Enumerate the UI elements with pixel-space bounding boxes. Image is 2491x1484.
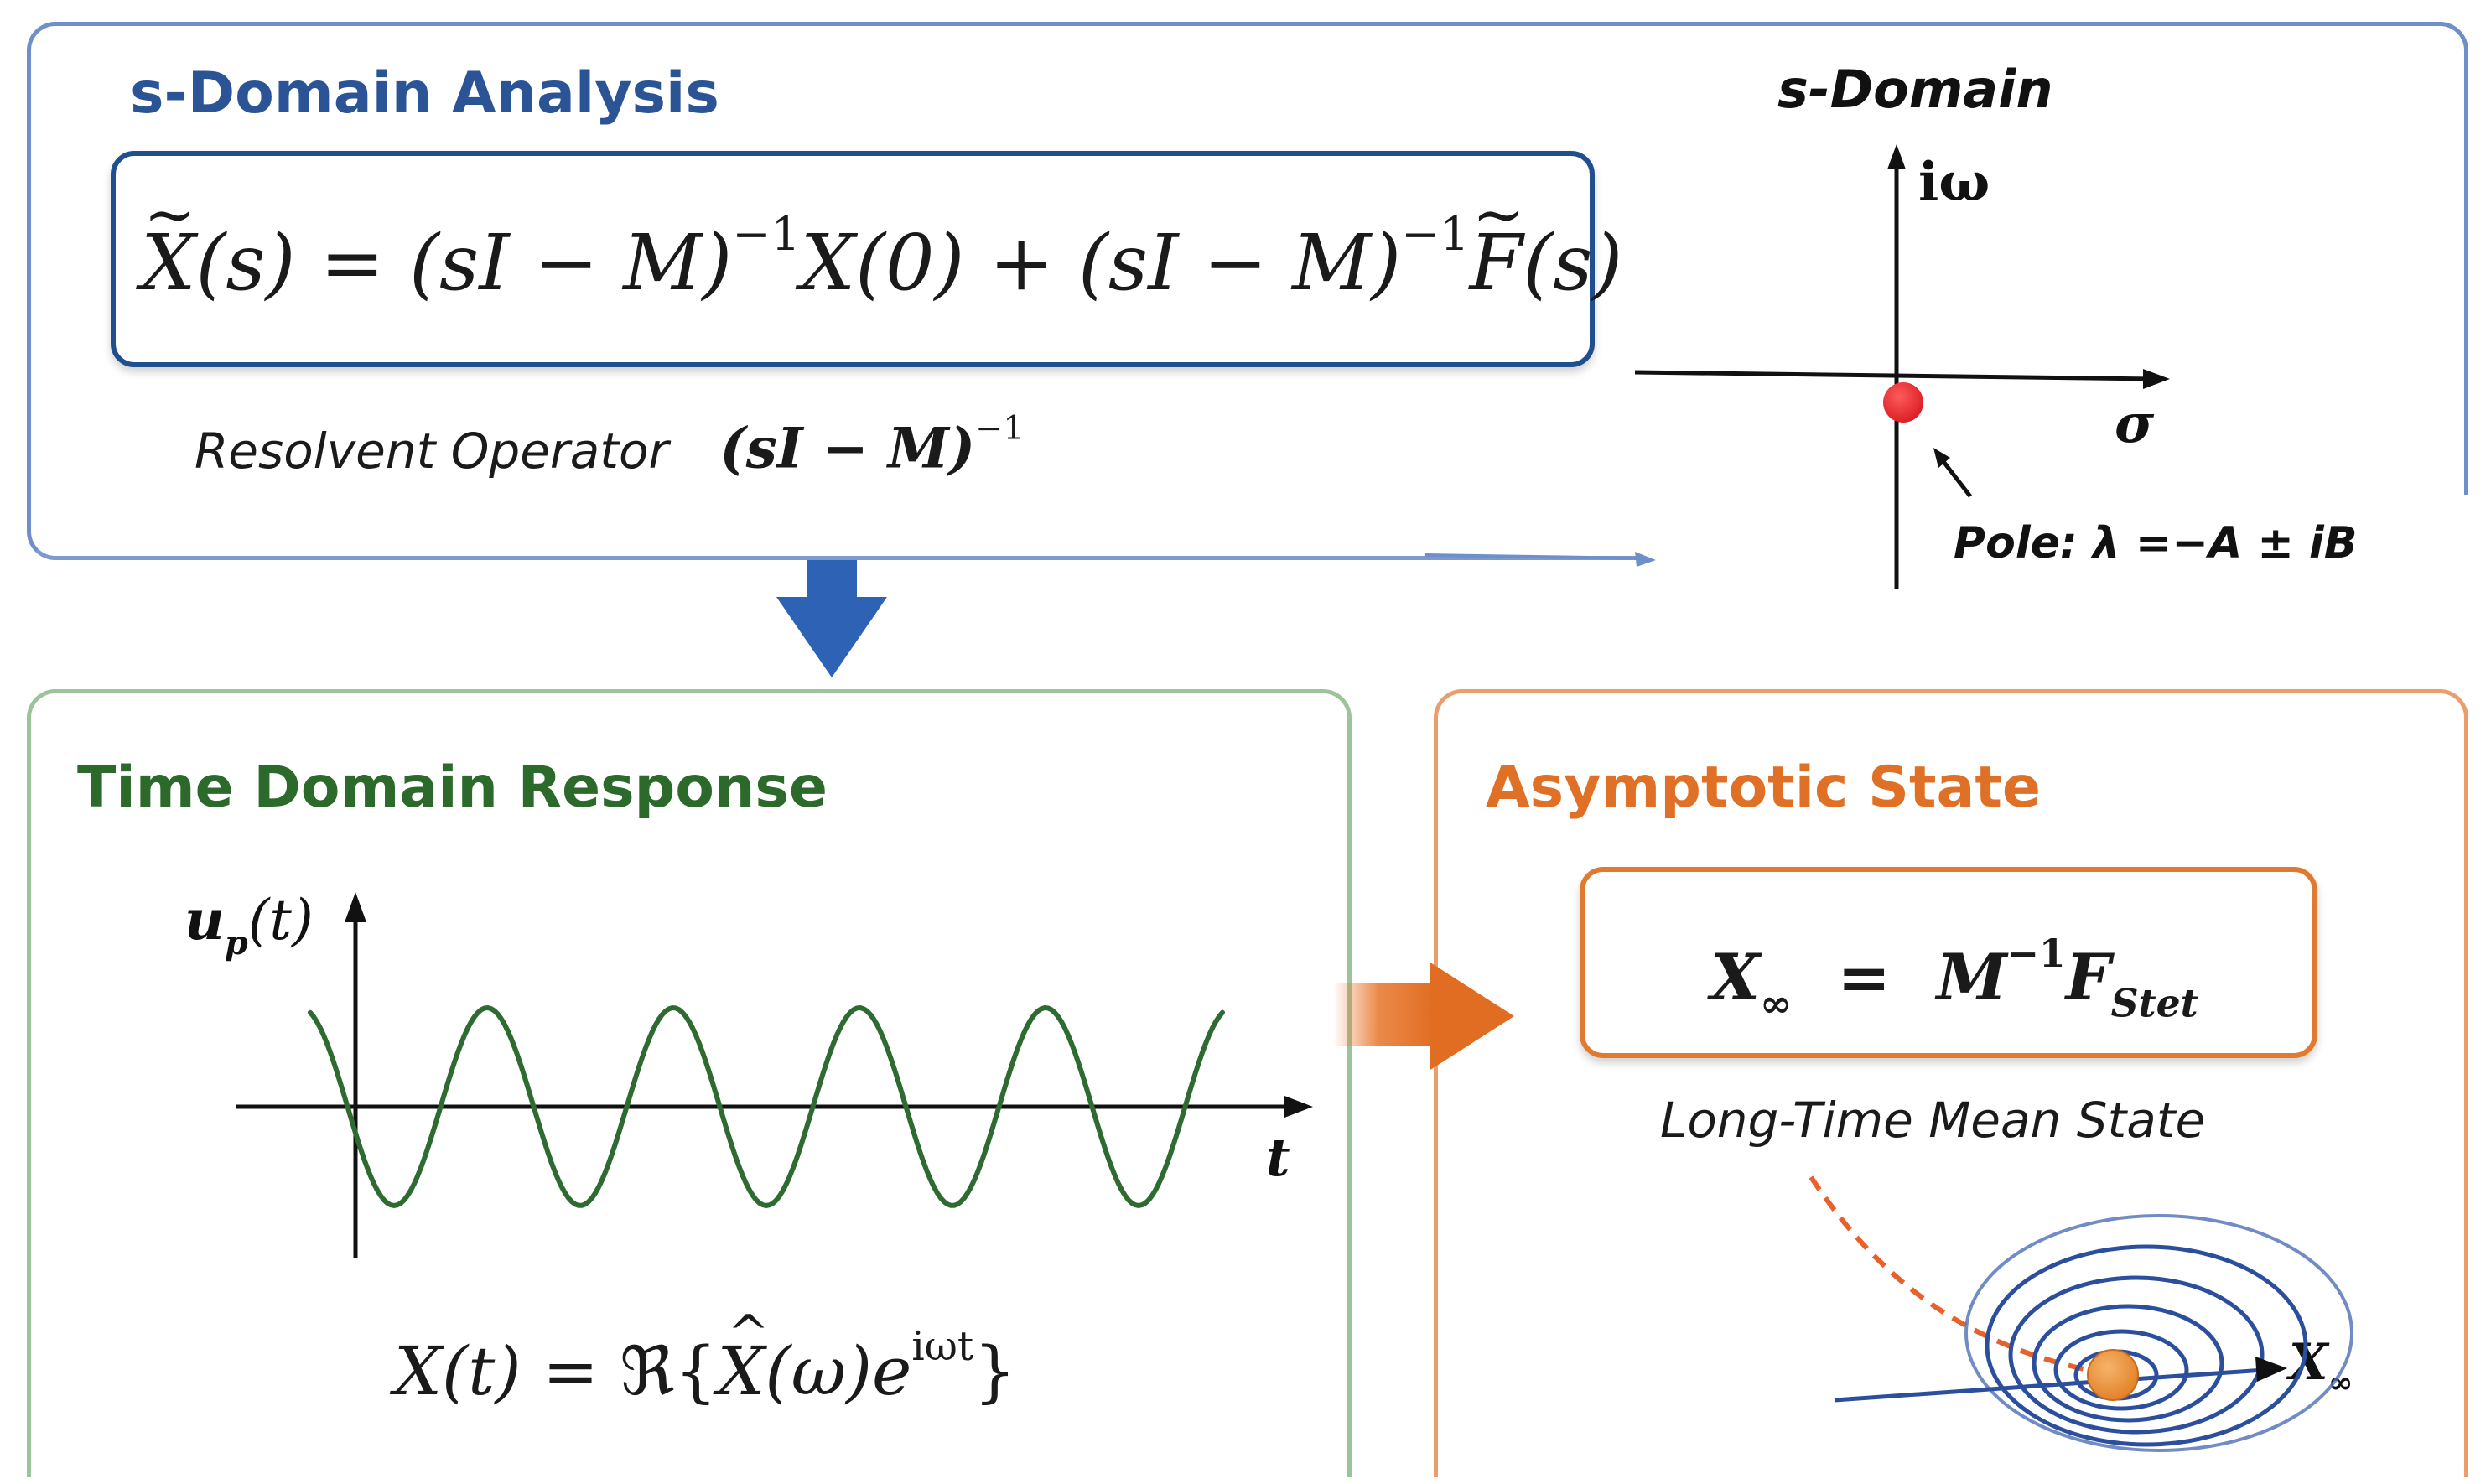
eq-exp1: −1 (732, 208, 801, 262)
resolvent-label: Resolvent Operator (195, 422, 669, 480)
time-x-arrowhead-icon (1284, 1096, 1313, 1118)
asymptotic-panel (1434, 689, 2468, 1477)
pole-pointer (1940, 458, 1972, 498)
s-plane-title: s-Domain (1777, 59, 2053, 120)
asym-lhs: X (1710, 939, 1760, 1014)
asym-equals: = (1837, 939, 1892, 1014)
asymptotic-equation-box (1580, 867, 2317, 1058)
asym-m: M (1936, 939, 2007, 1014)
f-tilde: F (1469, 179, 1523, 308)
real-axis-label: σ (2115, 392, 2155, 455)
eq-plus: + (989, 217, 1054, 308)
s-domain-equation: X(s) = (sI − M)−1X(0) + (sI − M)−1F(s) (141, 179, 1623, 308)
trajectory-dashed (1809, 1175, 2105, 1376)
real-arrowhead-icon (2143, 369, 2170, 389)
asym-f: F (2065, 939, 2111, 1014)
time-y-arrowhead-icon (345, 892, 366, 922)
resolvent-expr: (sI − M) (719, 415, 976, 481)
time-eq-omega: (ω) (765, 1331, 873, 1410)
x-hat: X (717, 1305, 769, 1410)
s-plane-real-axis (1634, 370, 2156, 381)
y-label-sub: p (225, 923, 248, 963)
imag-arrowhead-icon (1887, 144, 1906, 169)
asymptotic-title: Asymptotic State (1486, 755, 2041, 821)
attractor-point (2087, 1349, 2139, 1401)
s-domain-equation-box (111, 151, 1595, 367)
time-domain-equation: X(t) = ℜ{X(ω)eiωt} (394, 1305, 1017, 1410)
imag-axis-label: iω (1918, 151, 1990, 214)
eq-term1: (sI − M) (409, 217, 733, 308)
right-arrow-shaft (1333, 983, 1434, 1046)
s-domain-title: s-Domain Analysis (130, 60, 719, 127)
x-axis-label: t (1266, 1127, 1290, 1188)
long-time-mean-label: Long-Time Mean State (1660, 1092, 2206, 1149)
eq-f-arg: (s) (1523, 217, 1623, 308)
spiral-orbits (1964, 1214, 2353, 1452)
x-tilde: X (141, 179, 196, 308)
time-domain-title: Time Domain Response (77, 755, 828, 821)
eq-equals: = (319, 217, 385, 308)
y-label-main: u (184, 887, 225, 952)
asym-lhs-sub: ∞ (1759, 980, 1792, 1026)
pole-pointer-head-icon (1933, 448, 1950, 468)
time-eq-close: } (973, 1331, 1017, 1410)
time-eq-exp: iωt (911, 1323, 974, 1370)
resolvent-operator-line: Resolvent Operator (sI − M)−1 (195, 409, 1025, 481)
asymptotic-equation: X∞ = M−1FStet (1710, 931, 2198, 1025)
border-arrow-line (1425, 553, 1644, 560)
time-domain-panel (27, 689, 1352, 1477)
resolvent-exp: −1 (975, 409, 1025, 448)
time-eq-lhs: X(t) = (394, 1331, 620, 1410)
eq-term2: (sI − M) (1078, 217, 1402, 308)
pole-label: Pole: λ =−A ± iB (1954, 518, 2358, 568)
oscillation-wave (308, 1004, 1225, 1209)
attractor-arrowhead-icon (2255, 1357, 2287, 1382)
right-arrow-icon (1430, 963, 1514, 1070)
pole-marker (1883, 382, 1923, 423)
eq-exp2: −1 (1401, 208, 1470, 262)
y-axis-label: up(t) (184, 887, 314, 963)
time-eq-e: e (872, 1331, 912, 1410)
asym-m-exp: −1 (2006, 931, 2066, 976)
time-eq-re: ℜ{ (620, 1331, 718, 1410)
border-arrowhead-icon (1635, 552, 1656, 567)
eq-term1-tail: X(0) (800, 217, 965, 308)
eq-lhs-arg: (s) (195, 217, 296, 308)
down-arrow-icon (776, 560, 887, 677)
asym-f-sub: Stet (2110, 980, 2198, 1026)
y-label-arg: (t) (247, 888, 314, 952)
panel-border-mask (1643, 495, 2482, 662)
attractor-flow-line (1834, 1367, 2265, 1403)
